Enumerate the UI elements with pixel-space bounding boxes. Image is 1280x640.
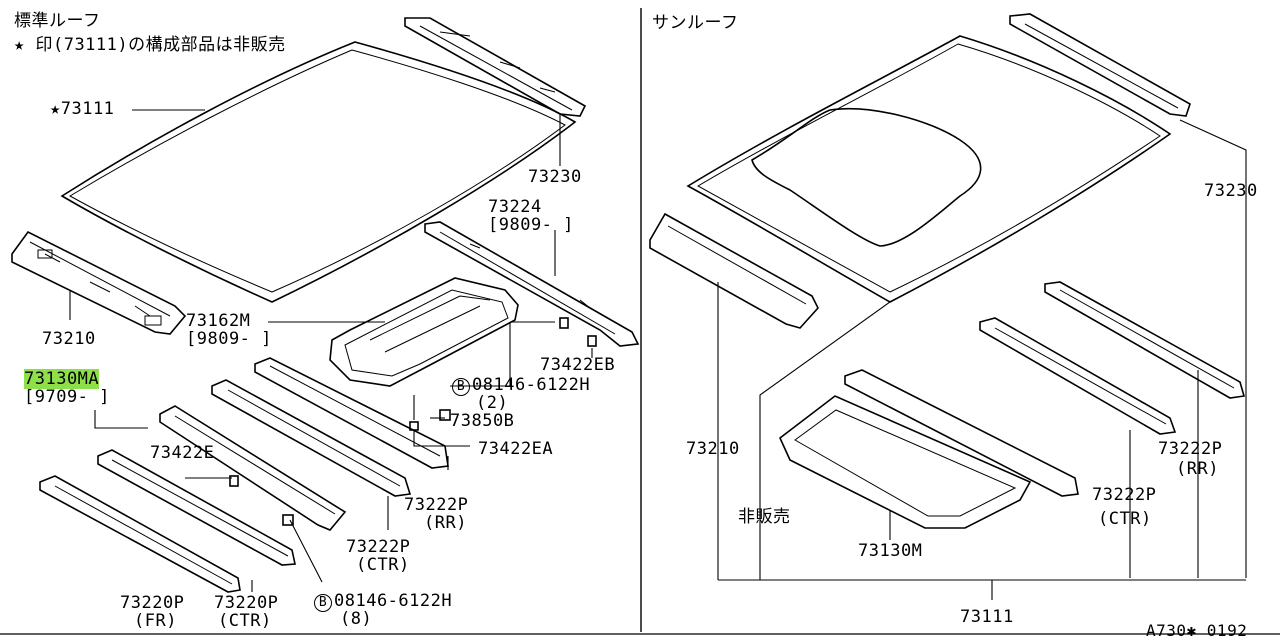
panel-73162m-drawing	[329, 277, 519, 387]
label-73224[interactable]: 73224	[488, 197, 542, 217]
label-73222p-rr[interactable]: 73222P	[404, 495, 469, 515]
label-08146-qty: (2)	[476, 393, 509, 413]
label-73222p-rr-pos: (RR)	[424, 513, 467, 533]
label-sunroof-73230[interactable]: 73230	[1204, 181, 1258, 201]
label-73130ma-date: [9709- ]	[24, 387, 110, 407]
label-73162m[interactable]: 73162M	[186, 311, 251, 331]
label-08146-second-text: 08146-6122H	[334, 591, 453, 611]
sunroof-roof-panel-drawing	[686, 35, 1172, 303]
bow-ctr-drawing	[211, 379, 412, 497]
not-sold-note: ★ 印(73111)の構成部品は非販売	[14, 35, 286, 55]
label-73162m-date: [9809- ]	[186, 329, 272, 349]
sunroof-rail-73230-drawing	[1009, 13, 1191, 117]
label-73220p-ctr[interactable]: 73220P	[214, 593, 279, 613]
rail-73224-drawing	[424, 221, 640, 347]
label-73230[interactable]: 73230	[528, 167, 582, 187]
rail-73220p-ctr-drawing	[97, 449, 296, 566]
rail-73220p-fr-drawing	[39, 475, 241, 593]
sunroof-frame-73130m-drawing	[779, 369, 1079, 529]
label-73224-date: [9809- ]	[488, 215, 574, 235]
sunroof-bow-rr-drawing	[1044, 281, 1246, 399]
bolt-b-mark: B	[452, 378, 470, 396]
sunroof-rail-73210-drawing	[649, 212, 819, 329]
label-73222p-ctr[interactable]: 73222P	[346, 537, 411, 557]
label-73130ma[interactable]: 73130MA	[24, 369, 100, 389]
sunroof-title: サンルーフ	[652, 13, 739, 33]
label-73422eb[interactable]: 73422EB	[540, 355, 616, 375]
label-73220p-ctr-pos: (CTR)	[218, 611, 272, 631]
label-08146-qty-second: (8)	[340, 609, 373, 629]
label-sunroof-73222p-ctr-pos: (CTR)	[1098, 509, 1152, 529]
label-73220p-fr-pos: (FR)	[134, 611, 177, 631]
label-sunroof-73210[interactable]: 73210	[686, 439, 740, 459]
label-sunroof-73222p-ctr[interactable]: 73222P	[1092, 485, 1157, 505]
label-73850b[interactable]: 73850B	[450, 411, 515, 431]
part-73130ma-drawing	[159, 405, 347, 531]
bolt-b-mark-2: B	[314, 594, 332, 612]
sunroof-bow-ctr-drawing	[979, 317, 1177, 435]
label-not-sold: 非販売	[738, 507, 791, 527]
leader-lines-right	[717, 119, 1247, 600]
diagram-code: A730✱ 0192	[1146, 621, 1248, 640]
rail-73210-drawing	[11, 230, 187, 335]
label-73222p-ctr-pos: (CTR)	[356, 555, 410, 575]
label-73220p-fr[interactable]: 73220P	[120, 593, 185, 613]
label-08146-6122h-text: 08146-6122H	[472, 375, 591, 395]
bow-rr-drawing	[254, 357, 449, 469]
fasteners-drawing	[229, 317, 597, 526]
label-sunroof-73130m[interactable]: 73130M	[858, 541, 923, 561]
rail-73230-drawing	[404, 17, 587, 117]
label-sunroof-73222p-rr-pos: (RR)	[1176, 459, 1219, 479]
label-sunroof-73222p-rr[interactable]: 73222P	[1158, 439, 1223, 459]
label-73130ma-text: 73130MA	[24, 369, 100, 389]
label-73422ea[interactable]: 73422EA	[478, 439, 554, 459]
roof-panel-drawing	[60, 41, 577, 303]
standard-roof-title: 標準ルーフ	[14, 11, 101, 31]
label-73210[interactable]: 73210	[42, 329, 96, 349]
leader-lines-left	[69, 109, 593, 592]
label-73111-star[interactable]: ★73111	[50, 99, 115, 119]
label-sunroof-73111[interactable]: 73111	[960, 607, 1014, 627]
label-73422e[interactable]: 73422E	[150, 443, 215, 463]
